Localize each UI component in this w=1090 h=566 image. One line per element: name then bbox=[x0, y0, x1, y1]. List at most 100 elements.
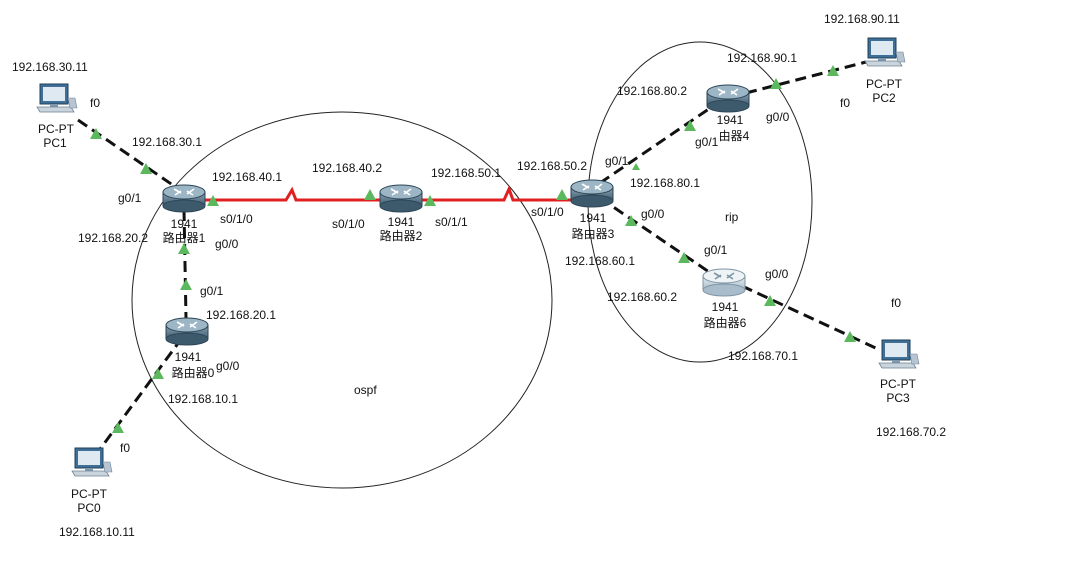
port-r4-g00 bbox=[770, 78, 782, 89]
pc-1-name: PC1 bbox=[43, 136, 67, 150]
pc-3[interactable] bbox=[878, 339, 920, 369]
router-1[interactable] bbox=[162, 184, 206, 213]
router-0[interactable] bbox=[165, 317, 209, 346]
ip-r0-20: 192.168.20.1 bbox=[206, 308, 276, 322]
pc-1-model: PC-PT bbox=[38, 122, 75, 136]
port-r6-g01 bbox=[678, 252, 690, 263]
pc-1[interactable] bbox=[36, 83, 78, 113]
if-r0-g00: g0/0 bbox=[216, 359, 240, 373]
pc-3-name: PC3 bbox=[886, 391, 910, 405]
router-4-name: 由器4 bbox=[719, 129, 750, 143]
link-r4-pc2[interactable] bbox=[745, 60, 867, 95]
router-6-name: 路由器6 bbox=[704, 315, 747, 330]
link-r0-pc0[interactable] bbox=[90, 337, 184, 461]
ip-r4-80: 192.168.80.1 bbox=[630, 176, 700, 190]
pc-2-name: PC2 bbox=[872, 91, 896, 105]
ip-r2-50: 192.168.50.1 bbox=[431, 166, 501, 180]
port-pc2-f0 bbox=[827, 65, 839, 76]
router-3-model: 1941 bbox=[580, 211, 607, 225]
link-r3-r6[interactable] bbox=[599, 196, 719, 280]
router-4-model: 1941 bbox=[717, 113, 744, 127]
ip-pc1: 192.168.30.11 bbox=[12, 60, 88, 74]
port-r0-g01 bbox=[180, 279, 192, 290]
ip-pc0: 192.168.10.11 bbox=[59, 525, 135, 539]
rip-area-label: rip bbox=[725, 210, 739, 224]
if-r2-s010: s0/1/0 bbox=[332, 217, 365, 231]
port-r3-g00 bbox=[625, 215, 637, 226]
area-labels: ospf rip bbox=[354, 210, 739, 397]
port-r4-g01 bbox=[684, 120, 696, 131]
router-3[interactable] bbox=[570, 179, 614, 208]
if-pc0-f0: f0 bbox=[120, 441, 130, 455]
port-pc0-f0 bbox=[112, 422, 124, 433]
ip-r1-40: 192.168.40.1 bbox=[212, 170, 282, 184]
ip-pc3: 192.168.70.2 bbox=[876, 425, 946, 439]
router-6[interactable] bbox=[702, 268, 746, 297]
device-labels: 1941 路由器1 1941 路由器2 1941 路由器3 1941 由器4 1… bbox=[38, 77, 917, 515]
router-3-name: 路由器3 bbox=[572, 226, 615, 241]
if-r1-g00: g0/0 bbox=[215, 237, 239, 251]
ospf-area-boundary bbox=[131, 111, 553, 489]
port-r0-g00 bbox=[152, 368, 164, 379]
ip-r6-60: 192.168.60.2 bbox=[607, 290, 677, 304]
if-pc2-f0: f0 bbox=[840, 96, 850, 110]
ip-r2-40: 192.168.40.2 bbox=[312, 161, 382, 175]
port-r1-g01 bbox=[140, 163, 152, 174]
if-r1-g01: g0/1 bbox=[118, 191, 142, 205]
port-r3-s010 bbox=[556, 189, 568, 200]
if-r3-g01: g0/1 bbox=[605, 154, 629, 168]
router-1-name: 路由器1 bbox=[163, 230, 206, 245]
pc-2[interactable] bbox=[864, 37, 906, 67]
port-pc1-f0 bbox=[90, 128, 102, 139]
pc-0-model: PC-PT bbox=[71, 487, 108, 501]
port-r6-g00 bbox=[764, 295, 776, 306]
if-r3-s010: s0/1/0 bbox=[531, 205, 564, 219]
router-4[interactable] bbox=[706, 84, 750, 113]
pc-0-name: PC0 bbox=[77, 501, 101, 515]
port-r2-s011 bbox=[424, 195, 436, 206]
router-1-model: 1941 bbox=[171, 217, 198, 231]
port-r3-g01 bbox=[632, 163, 640, 170]
ospf-area-label: ospf bbox=[354, 383, 377, 397]
port-r1-s010 bbox=[207, 195, 219, 206]
router-2-model: 1941 bbox=[388, 215, 415, 229]
if-r4-g00: g0/0 bbox=[766, 110, 790, 124]
link-r1-r0[interactable] bbox=[182, 209, 188, 319]
port-r1-g00 bbox=[178, 243, 190, 254]
if-r0-g01: g0/1 bbox=[200, 284, 224, 298]
if-r2-s011: s0/1/1 bbox=[435, 215, 468, 229]
ip-r1-20: 192.168.20.2 bbox=[78, 231, 148, 245]
ip-pc2: 192.168.90.11 bbox=[824, 12, 900, 26]
router-0-name: 路由器0 bbox=[172, 365, 215, 380]
link-r6-pc3[interactable] bbox=[741, 284, 881, 352]
link-pc1-r1[interactable] bbox=[77, 118, 181, 192]
ip-r3-60: 192.168.60.1 bbox=[565, 254, 635, 268]
link-r1-r2[interactable] bbox=[200, 186, 382, 202]
router-2-name: 路由器2 bbox=[380, 228, 423, 243]
address-and-interface-labels: 192.168.30.11 f0 192.168.30.1 g0/1 192.1… bbox=[12, 12, 946, 539]
if-r3-g00: g0/0 bbox=[641, 207, 665, 221]
pc-0[interactable] bbox=[71, 447, 113, 477]
if-r6-g01: g0/1 bbox=[704, 243, 728, 257]
ip-r3-80: 192.168.80.2 bbox=[617, 84, 687, 98]
if-r6-g00: g0/0 bbox=[765, 267, 789, 281]
router-0-model: 1941 bbox=[175, 350, 202, 364]
ip-r0-10: 192.168.10.1 bbox=[168, 392, 238, 406]
if-r1-s010: s0/1/0 bbox=[220, 212, 253, 226]
port-indicators bbox=[90, 65, 856, 433]
if-pc1-f0: f0 bbox=[90, 96, 100, 110]
link-r2-r3[interactable] bbox=[420, 185, 582, 202]
if-pc3-f0: f0 bbox=[891, 296, 901, 310]
ip-r3-50: 192.168.50.2 bbox=[517, 159, 587, 173]
link-r3-r4[interactable] bbox=[599, 98, 723, 185]
pc-2-model: PC-PT bbox=[866, 77, 903, 91]
ip-r1-30: 192.168.30.1 bbox=[132, 135, 202, 149]
port-pc3-f0 bbox=[844, 331, 856, 342]
pc-3-model: PC-PT bbox=[880, 377, 917, 391]
ip-r6-70: 192.168.70.1 bbox=[728, 349, 798, 363]
router-2[interactable] bbox=[379, 184, 423, 213]
router-6-model: 1941 bbox=[712, 300, 739, 314]
port-r2-s010 bbox=[364, 189, 376, 200]
